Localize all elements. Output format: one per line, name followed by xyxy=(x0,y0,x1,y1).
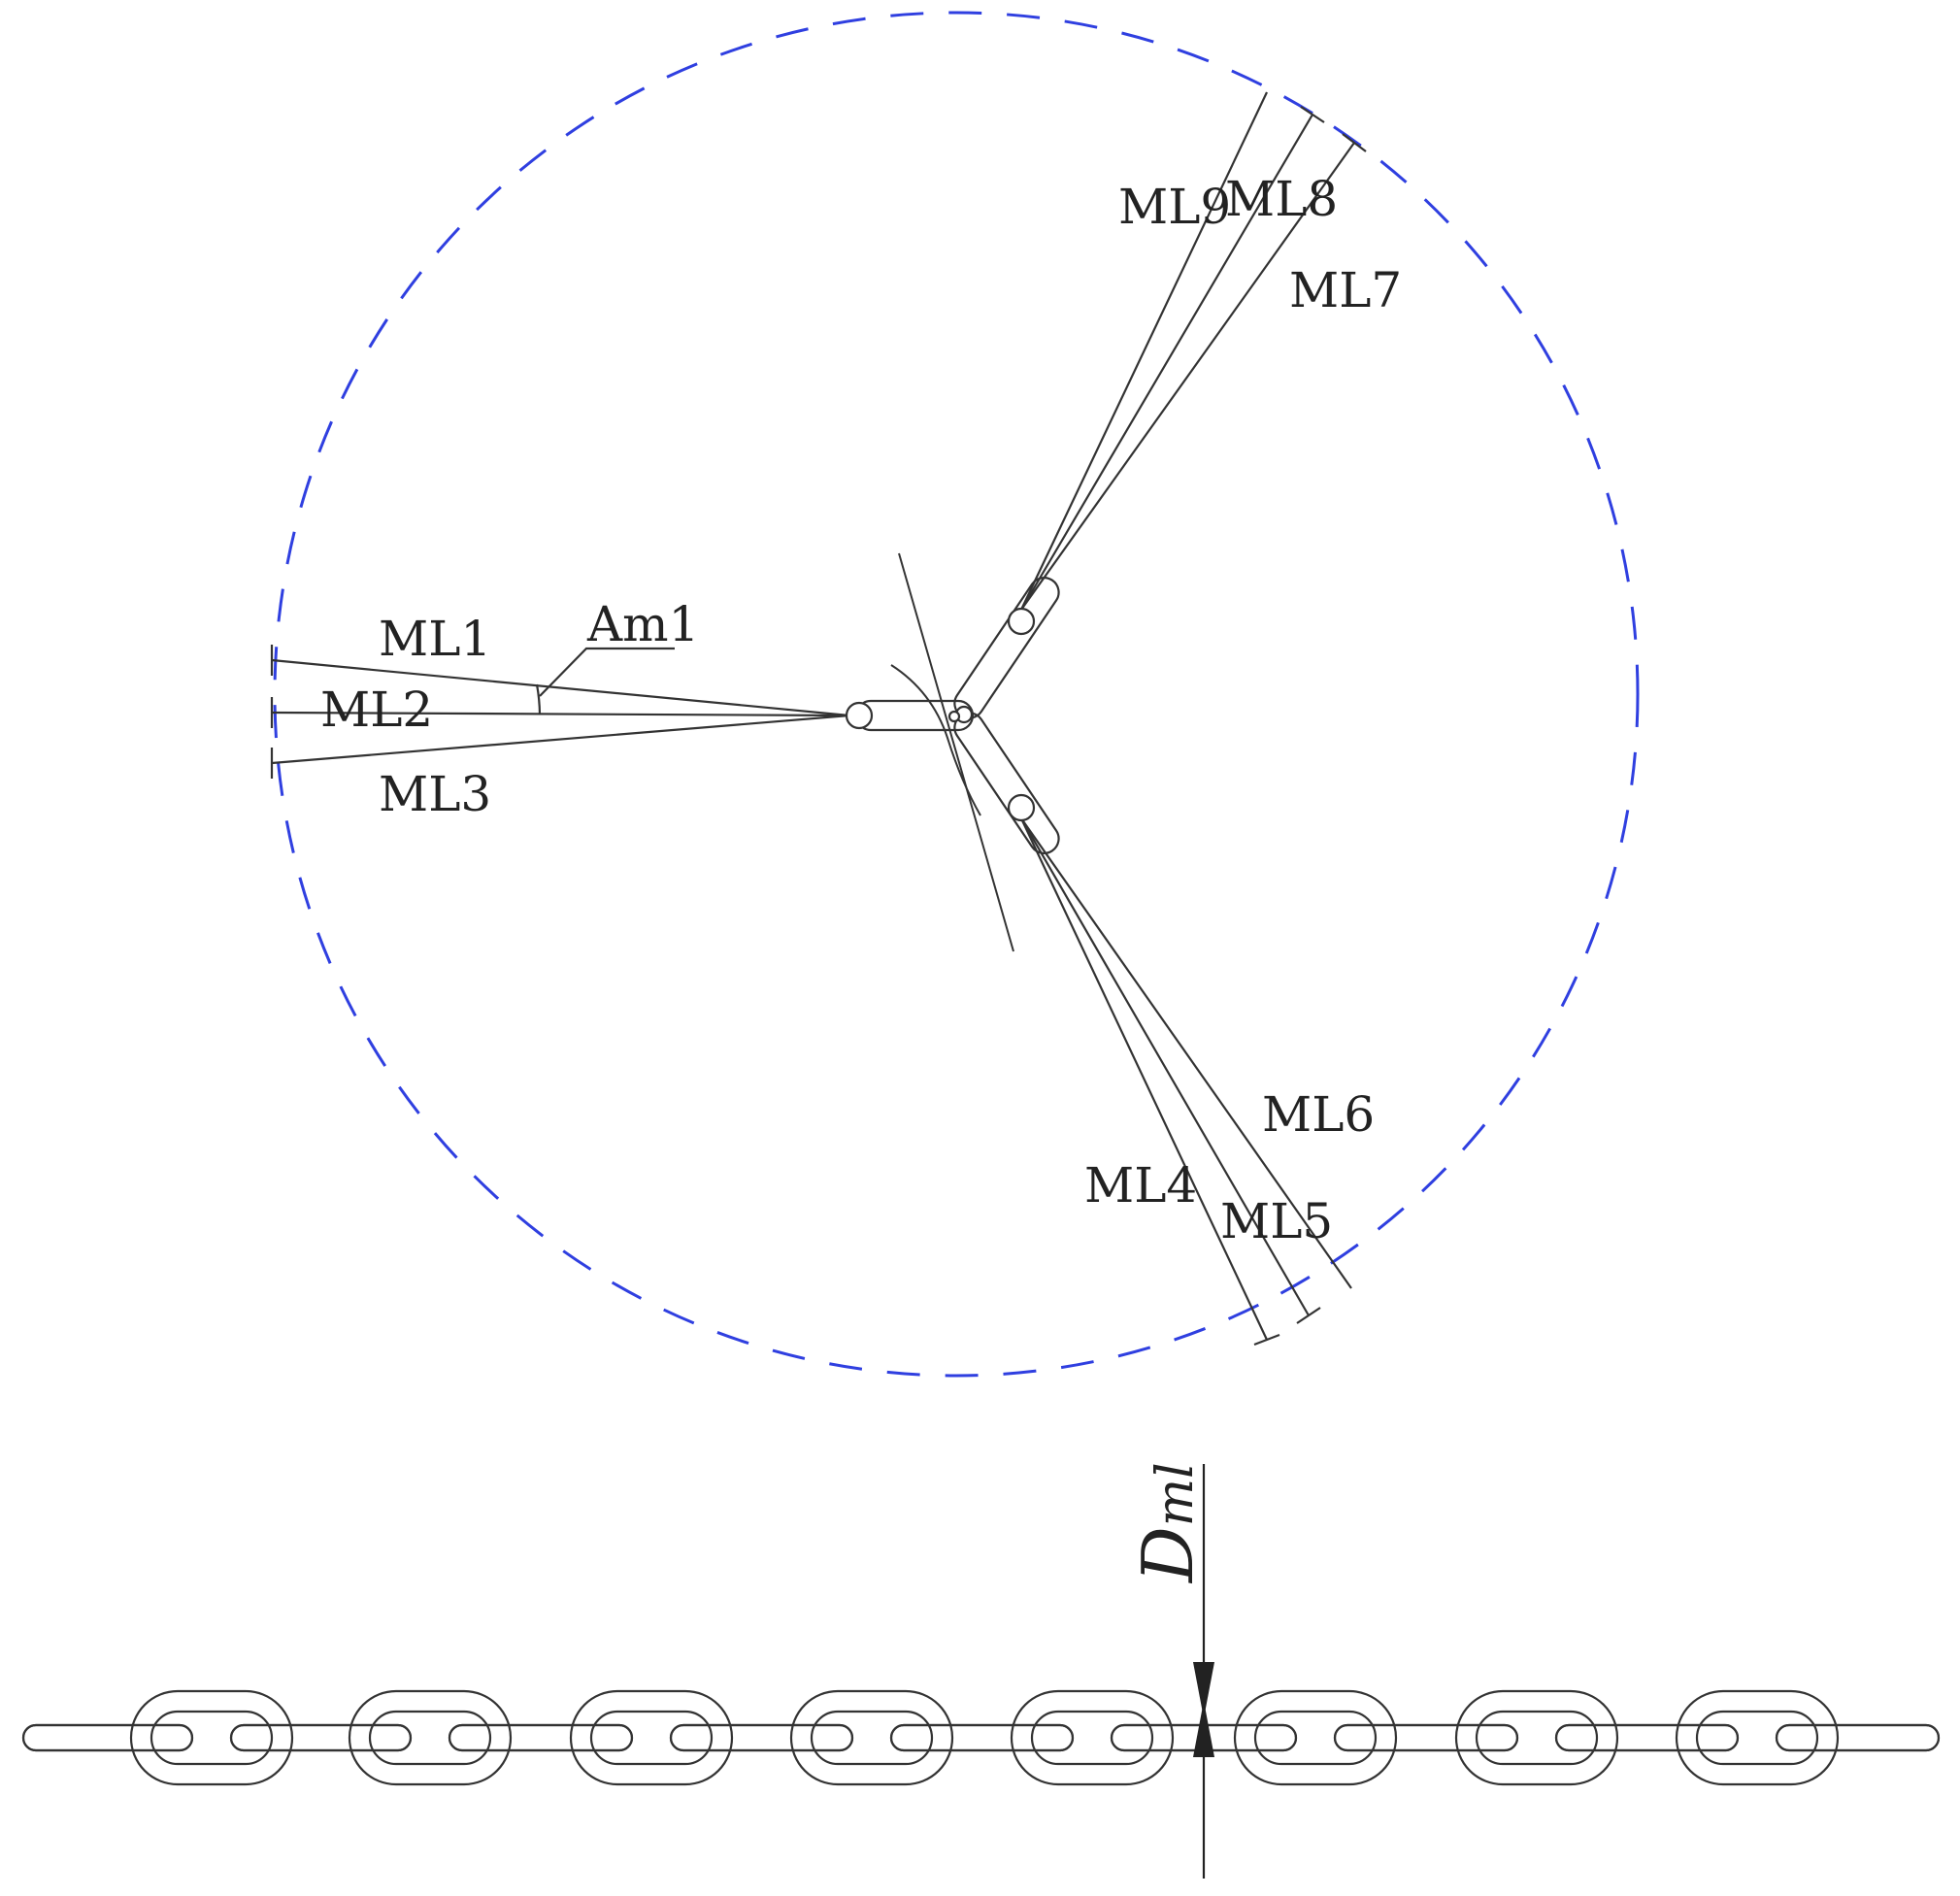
chain-link-inner xyxy=(149,1710,274,1766)
chain-link-edge xyxy=(21,1723,194,1752)
label-ml2: ML2 xyxy=(320,682,433,738)
label-ml1: ML1 xyxy=(379,611,491,667)
chain-link-inner xyxy=(1253,1710,1378,1766)
mooring-line-ml6 xyxy=(1020,817,1352,1289)
chain-link-outer xyxy=(348,1689,513,1786)
dimension-symbol: D xyxy=(1127,1526,1209,1584)
chain-link-inner xyxy=(1475,1710,1599,1766)
mooring-line-ml3 xyxy=(271,714,850,765)
chain-link-edge xyxy=(889,1723,1075,1752)
chain-link-edge-outline xyxy=(21,1723,194,1752)
label-ml3: ML3 xyxy=(379,766,491,822)
dimension-subscript: ml xyxy=(1146,1462,1205,1526)
mooring-group-left xyxy=(270,645,850,779)
chain-link-outer xyxy=(569,1689,734,1786)
label-ml9: ML9 xyxy=(1118,179,1231,235)
platform-arcs xyxy=(890,552,1014,952)
chain-link-inner xyxy=(589,1710,714,1766)
guide-arc-long xyxy=(898,552,1014,952)
boundary-circle xyxy=(273,11,1640,1378)
dimension-arrow-bottom xyxy=(1193,1701,1214,1757)
chain-link-edge xyxy=(229,1723,413,1752)
chain-link-edge xyxy=(1333,1723,1519,1752)
chain xyxy=(21,1689,1941,1786)
chain-link-outer xyxy=(789,1689,954,1786)
fairlead-left xyxy=(845,701,874,730)
mooring-group-lower xyxy=(1020,817,1352,1347)
label-ml4: ML4 xyxy=(1084,1157,1197,1214)
mooring-line-ml4 xyxy=(1020,817,1268,1341)
mooring-line-ml7 xyxy=(1020,142,1355,611)
anchor-tick-ml7 xyxy=(1342,133,1367,152)
chain-link-edge-outline xyxy=(889,1723,1075,1752)
chain-link-edge xyxy=(448,1723,634,1752)
chain-link-inner xyxy=(1030,1710,1154,1766)
platform xyxy=(845,577,1060,854)
chain-link-edge-outline xyxy=(1775,1723,1941,1752)
angle-leader xyxy=(539,647,675,697)
chain-link-edge xyxy=(1554,1723,1740,1752)
platform-leg-upper xyxy=(953,577,1060,719)
platform-leg-lower xyxy=(953,712,1060,854)
chain-link-edge-outline xyxy=(669,1723,854,1752)
chain-link-edge xyxy=(1775,1723,1941,1752)
dimension-arrow-top xyxy=(1193,1662,1214,1718)
anchor-tick-ml8 xyxy=(1300,106,1325,123)
mooring-line-ml1 xyxy=(271,658,850,717)
chain-link-outer xyxy=(1233,1689,1398,1786)
anchor-tick-ml5 xyxy=(1296,1307,1321,1324)
chain-dimension xyxy=(1193,1464,1214,1879)
anchor-tick-ml4 xyxy=(1253,1333,1280,1347)
chain-link-inner xyxy=(368,1710,492,1766)
mooring-group-upper xyxy=(1020,91,1367,611)
chain-link-inner xyxy=(1695,1710,1819,1766)
chain-link-outer xyxy=(1010,1689,1175,1786)
label-angle: Am1 xyxy=(586,596,699,652)
chain-link-edge-outline xyxy=(1554,1723,1740,1752)
angle-arc xyxy=(535,683,542,715)
guide-arc-short xyxy=(890,664,981,816)
label-ml5: ML5 xyxy=(1220,1193,1333,1249)
platform-center-inner xyxy=(947,710,961,723)
chain-link-edge-outline xyxy=(229,1723,413,1752)
chain-link-outer xyxy=(1454,1689,1619,1786)
chain-link-outer xyxy=(129,1689,294,1786)
mooring-line-ml5 xyxy=(1020,817,1310,1316)
chain-link-edge-outline xyxy=(1333,1723,1519,1752)
chain-link-outer xyxy=(1675,1689,1840,1786)
label-ml6: ML6 xyxy=(1262,1086,1375,1143)
chain-link-edge xyxy=(669,1723,854,1752)
angle-marker xyxy=(535,647,675,715)
label-ml7: ML7 xyxy=(1289,262,1402,318)
mooring-line-ml8 xyxy=(1020,114,1313,611)
chain-link-inner xyxy=(810,1710,934,1766)
mooring-line-ml9 xyxy=(1020,91,1268,611)
fairlead-lower xyxy=(1007,793,1036,822)
chain-link-edge-outline xyxy=(448,1723,634,1752)
label-ml8: ML8 xyxy=(1225,171,1338,227)
dimension-label: Dml xyxy=(1127,1462,1209,1584)
mooring-line-ml2 xyxy=(271,711,850,717)
fairlead-upper xyxy=(1007,607,1036,636)
